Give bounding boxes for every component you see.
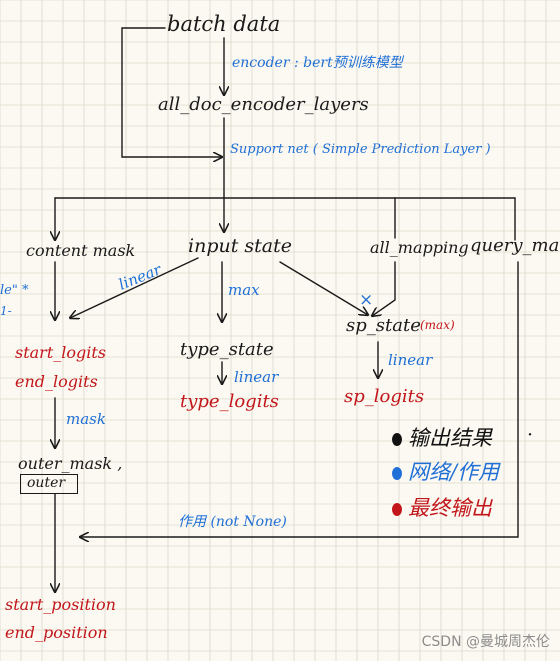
node-input-state: input state: [188, 235, 292, 257]
legend-dot-black: [392, 433, 402, 446]
label-linear-type: linear: [234, 368, 279, 386]
label-mask: mask: [66, 410, 106, 428]
node-sp-max: (max): [420, 318, 455, 332]
legend-dot-blue: [392, 467, 402, 480]
node-content-mask: content mask: [26, 241, 136, 260]
legend-dot-red: [392, 503, 402, 516]
label-star: ×: [359, 290, 374, 310]
label-linear-sp: linear: [388, 351, 433, 369]
node-end-position: end_position: [5, 623, 108, 642]
legend-output: 输出结果: [408, 426, 492, 450]
node-query-mapping: query_mapping: [470, 235, 560, 256]
label-encoder: encoder : bert预训练模型: [232, 55, 403, 71]
edge-batch-to-supportnet: [121, 27, 222, 157]
legend-network: 网络/作用: [408, 460, 500, 484]
node-type-logits: type_logits: [180, 391, 279, 412]
node-sp-state: sp_state: [346, 315, 421, 336]
fragment-left-1: le" *: [0, 283, 29, 298]
label-apply-not-none: 作用 (not None): [178, 514, 287, 530]
edge-input-to-logits: [70, 257, 199, 318]
node-type-state: type_state: [180, 339, 274, 360]
label-support-net: Support net ( Simple Prediction Layer ): [230, 142, 491, 157]
node-start-logits: start_logits: [15, 343, 107, 362]
outer-box: [20, 474, 78, 494]
node-end-logits: end_logits: [15, 372, 98, 391]
node-all-doc-encoder-layers: all_doc_encoder_layers: [158, 94, 369, 115]
watermark: CSDN @曼城周杰伦: [421, 634, 550, 650]
node-outer-mask: outer_mask ,: [18, 454, 123, 473]
edge-input-to-sp: [279, 261, 368, 315]
node-sp-logits: sp_logits: [344, 386, 425, 407]
legend-tail: ·: [527, 424, 534, 446]
edge-query-apply: [80, 261, 519, 537]
node-batch-data: batch data: [167, 12, 281, 36]
label-max: max: [228, 281, 260, 299]
legend-final: 最终输出: [408, 496, 492, 520]
fragment-left-2: 1-: [0, 304, 12, 318]
node-outer: outer: [27, 475, 66, 491]
node-all-mapping: all_mapping: [370, 238, 469, 257]
node-start-position: start_position: [5, 595, 116, 614]
edge-allmapping-to-sp: [372, 261, 396, 316]
